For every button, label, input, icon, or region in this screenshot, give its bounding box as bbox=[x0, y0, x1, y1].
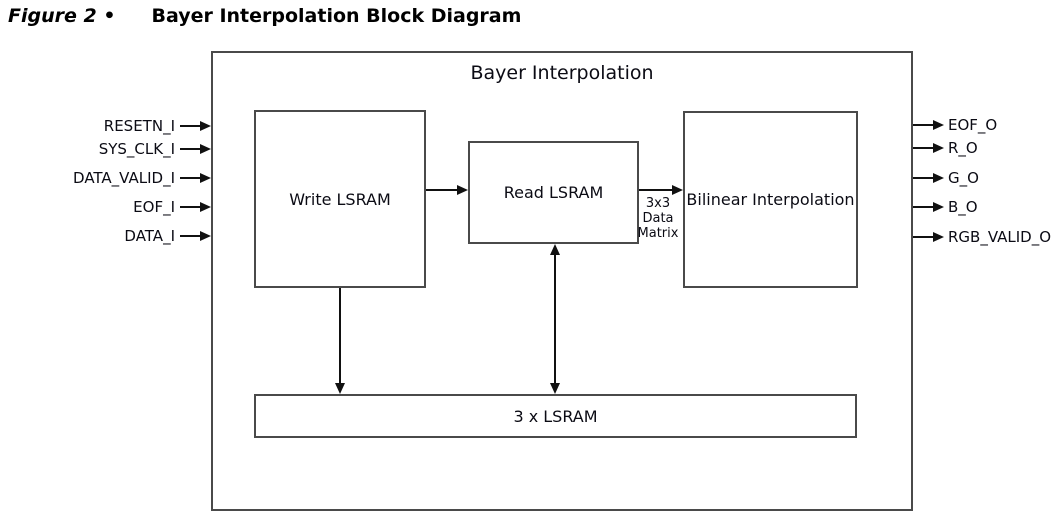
wire bbox=[913, 177, 933, 179]
block-3x-lsram: 3 x LSRAM bbox=[254, 394, 857, 438]
output-signal-label: G_O bbox=[948, 169, 979, 187]
block-read-lsram: Read LSRAM bbox=[468, 141, 639, 244]
wire bbox=[180, 125, 200, 127]
arrowhead-right-icon bbox=[933, 232, 944, 242]
arrowhead-right-icon bbox=[200, 202, 211, 212]
arrowhead-right-icon bbox=[933, 143, 944, 153]
output-signal-b-o: B_O bbox=[913, 198, 978, 216]
arrowhead-right-icon bbox=[200, 173, 211, 183]
block-bilinear-interpolation-label: Bilinear Interpolation bbox=[686, 190, 855, 209]
arrowhead-right-icon bbox=[200, 144, 211, 154]
input-signal-resetn-i: RESETN_I bbox=[104, 117, 211, 135]
input-signal-sys-clk-i: SYS_CLK_I bbox=[99, 140, 211, 158]
block-write-lsram: Write LSRAM bbox=[254, 110, 426, 288]
arrowhead-right-icon bbox=[933, 173, 944, 183]
wire bbox=[913, 236, 933, 238]
arrowhead-up-icon bbox=[550, 244, 560, 255]
arrowhead-right-icon bbox=[200, 231, 211, 241]
wire bbox=[180, 206, 200, 208]
arrowhead-down-icon bbox=[335, 383, 345, 394]
output-signal-rgb-valid-o: RGB_VALID_O bbox=[913, 228, 1051, 246]
output-signal-eof-o: EOF_O bbox=[913, 116, 997, 134]
input-signal-data-valid-i: DATA_VALID_I bbox=[73, 169, 211, 187]
wire bbox=[913, 206, 933, 208]
block-bilinear-interpolation: Bilinear Interpolation bbox=[683, 111, 858, 288]
wire bbox=[180, 235, 200, 237]
input-signal-label: DATA_VALID_I bbox=[73, 169, 175, 187]
wire bbox=[639, 189, 673, 191]
figure-number-label: Figure 2 • bbox=[8, 5, 116, 27]
block-write-lsram-label: Write LSRAM bbox=[289, 189, 391, 209]
arrowhead-right-icon bbox=[200, 121, 211, 131]
input-signal-label: DATA_I bbox=[124, 227, 175, 245]
wire bbox=[554, 253, 556, 385]
arrowhead-right-icon bbox=[933, 202, 944, 212]
output-signal-label: R_O bbox=[948, 139, 978, 157]
arrowhead-right-icon bbox=[933, 120, 944, 130]
arrowhead-right-icon bbox=[457, 185, 468, 195]
input-signal-data-i: DATA_I bbox=[124, 227, 211, 245]
block-read-lsram-label: Read LSRAM bbox=[503, 183, 604, 202]
bus-label-3x3-data-matrix: 3x3 Data Matrix bbox=[637, 196, 679, 241]
figure-caption: Figure 2 • Bayer Interpolation Block Diag… bbox=[8, 5, 521, 27]
wire bbox=[180, 148, 200, 150]
wire bbox=[913, 147, 933, 149]
output-signal-r-o: R_O bbox=[913, 139, 978, 157]
output-signal-label: B_O bbox=[948, 198, 978, 216]
figure-title: Bayer Interpolation Block Diagram bbox=[151, 5, 522, 27]
input-signal-eof-i: EOF_I bbox=[133, 198, 211, 216]
input-signal-label: RESETN_I bbox=[103, 117, 175, 135]
arrowhead-right-icon bbox=[672, 185, 683, 195]
arrowhead-down-icon bbox=[550, 383, 560, 394]
wire bbox=[426, 189, 458, 191]
wire bbox=[180, 177, 200, 179]
output-signal-label: EOF_O bbox=[948, 116, 998, 134]
wire bbox=[913, 124, 933, 126]
input-signal-label: SYS_CLK_I bbox=[98, 140, 175, 158]
wire bbox=[339, 288, 341, 385]
output-signal-label: RGB_VALID_O bbox=[948, 228, 1052, 246]
output-signal-g-o: G_O bbox=[913, 169, 979, 187]
input-signal-label: EOF_I bbox=[133, 198, 175, 216]
block-3x-lsram-label: 3 x LSRAM bbox=[513, 406, 598, 426]
diagram-title: Bayer Interpolation bbox=[470, 62, 654, 84]
